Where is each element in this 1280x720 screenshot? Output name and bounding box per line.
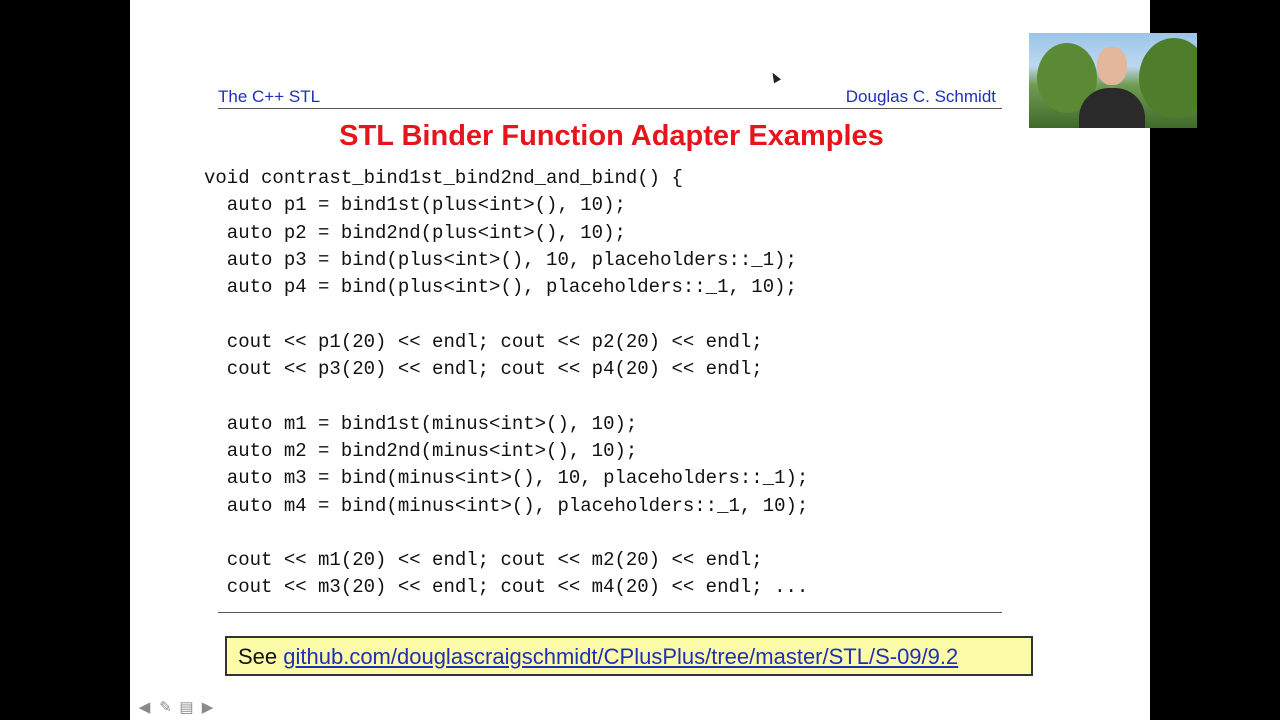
- link-prefix: See: [238, 644, 284, 669]
- code-line: auto m3 = bind(minus<int>(), 10, placeho…: [204, 467, 809, 490]
- code-line: auto p2 = bind2nd(plus<int>(), 10);: [204, 221, 626, 244]
- github-link[interactable]: github.com/douglascraigschmidt/CPlusPlus…: [283, 644, 959, 669]
- menu-icon[interactable]: ▤: [179, 699, 194, 716]
- author-name: Douglas C. Schmidt: [845, 87, 996, 106]
- code-line: auto m4 = bind(minus<int>(), placeholder…: [204, 494, 809, 517]
- arrow-right-icon[interactable]: ▶: [201, 699, 214, 716]
- presenter-head: [1097, 47, 1127, 85]
- code-line: cout << m1(20) << endl; cout << m2(20) <…: [204, 549, 763, 572]
- code-block: void contrast_bind1st_bind2nd_and_bind()…: [204, 165, 808, 602]
- presenter-webcam: [1029, 33, 1197, 128]
- code-line: auto m2 = bind2nd(minus<int>(), 10);: [204, 439, 638, 462]
- code-line: auto p3 = bind(plus<int>(), 10, placehol…: [204, 248, 797, 271]
- github-link-box: See github.com/douglascraigschmidt/CPlus…: [225, 636, 1033, 676]
- top-divider: [218, 108, 1002, 109]
- arrow-left-icon[interactable]: ◀: [138, 699, 151, 716]
- code-line: cout << p3(20) << endl; cout << p4(20) <…: [204, 358, 763, 381]
- code-line: auto m1 = bind1st(minus<int>(), 10);: [204, 412, 638, 435]
- mouse-cursor-icon: [769, 70, 781, 84]
- code-line: auto p4 = bind(plus<int>(), placeholders…: [204, 276, 797, 299]
- bottom-divider: [218, 612, 1002, 613]
- code-line: auto p1 = bind1st(plus<int>(), 10);: [204, 194, 626, 217]
- slide-title: STL Binder Function Adapter Examples: [339, 120, 884, 152]
- webcam-tree: [1139, 38, 1197, 118]
- course-title: The C++ STL: [218, 87, 321, 106]
- pen-icon[interactable]: ✎: [159, 699, 172, 716]
- code-line: [204, 520, 808, 547]
- code-line: void contrast_bind1st_bind2nd_and_bind()…: [204, 167, 683, 189]
- code-line: [204, 301, 808, 328]
- presenter-body: [1079, 88, 1145, 128]
- code-line: [204, 383, 808, 410]
- slide: The C++ STL Douglas C. Schmidt STL Binde…: [130, 0, 1150, 720]
- slide-nav-controls: ◀ ✎ ▤ ▶: [135, 700, 217, 716]
- code-line: cout << m3(20) << endl; cout << m4(20) <…: [204, 576, 809, 599]
- code-line: cout << p1(20) << endl; cout << p2(20) <…: [204, 330, 763, 353]
